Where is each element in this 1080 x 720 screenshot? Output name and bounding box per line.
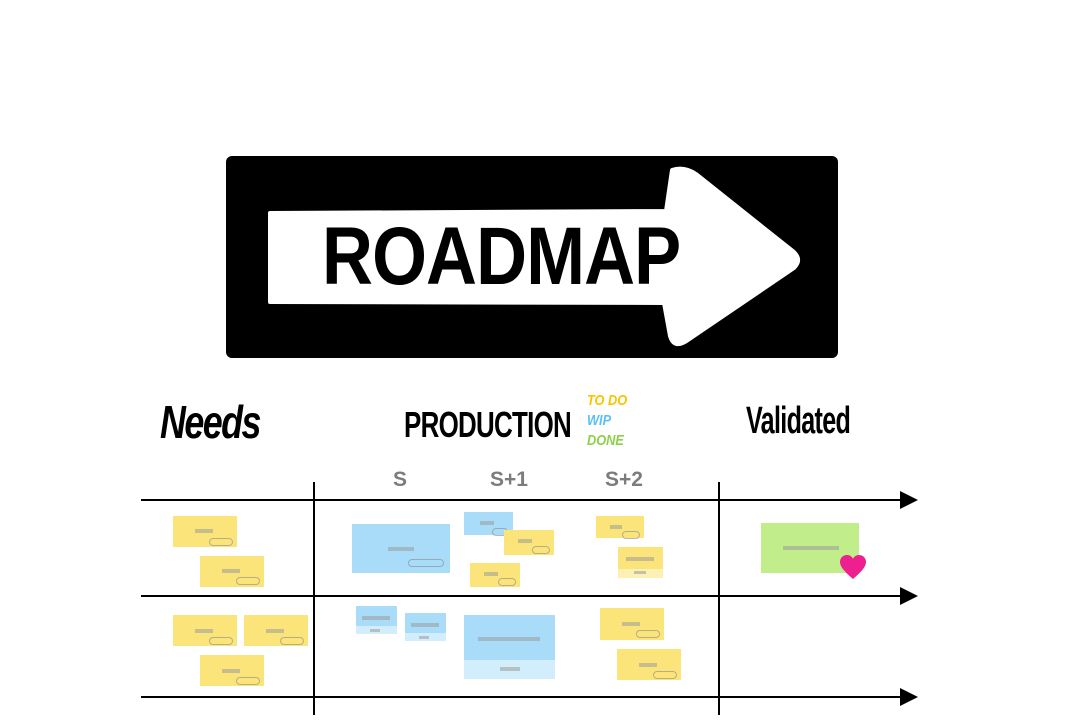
- sticky-note-todo[interactable]: [617, 649, 681, 680]
- sticky-note-todo[interactable]: [504, 530, 554, 555]
- legend-todo: TO DO: [587, 392, 628, 409]
- sprint-label-s2: S+2: [605, 468, 643, 491]
- sticky-note-wip[interactable]: [464, 512, 513, 536]
- lane-arrow-3: [141, 688, 918, 706]
- arrow-right-icon: [268, 166, 800, 347]
- needs-heading: Needs: [160, 396, 261, 448]
- sticky-note-todo[interactable]: [173, 615, 237, 646]
- roadmap-sign: [226, 156, 838, 358]
- sticky-note-todo[interactable]: [600, 608, 664, 640]
- status-legend: TO DO WIP DONE: [587, 391, 627, 451]
- sticky-note-done[interactable]: [464, 615, 555, 679]
- sprint-label-s: S: [393, 468, 408, 491]
- sprint-label-s1: S+1: [490, 468, 528, 491]
- sticky-note-done[interactable]: [356, 606, 397, 634]
- sticky-note-todo[interactable]: [244, 615, 308, 646]
- sticky-note-todo[interactable]: [200, 655, 264, 686]
- lane-arrow-2: [141, 587, 918, 605]
- heart-icon: [840, 555, 866, 579]
- sticky-note-done[interactable]: [618, 547, 663, 578]
- sticky-note-todo[interactable]: [470, 563, 520, 587]
- lane-arrow-1: [141, 491, 918, 509]
- sticky-note-wip[interactable]: [352, 524, 450, 573]
- legend-wip: WIP: [587, 412, 612, 429]
- legend-done: DONE: [587, 432, 624, 449]
- sticky-note-todo[interactable]: [596, 516, 644, 539]
- validated-heading: Validated: [746, 400, 851, 442]
- sticky-note-todo[interactable]: [173, 516, 237, 547]
- sticky-note-todo[interactable]: [200, 556, 264, 587]
- roadmap-title: ROADMAP: [322, 211, 681, 302]
- sticky-note-done[interactable]: [405, 613, 446, 641]
- production-heading: PRODUCTION: [404, 404, 572, 445]
